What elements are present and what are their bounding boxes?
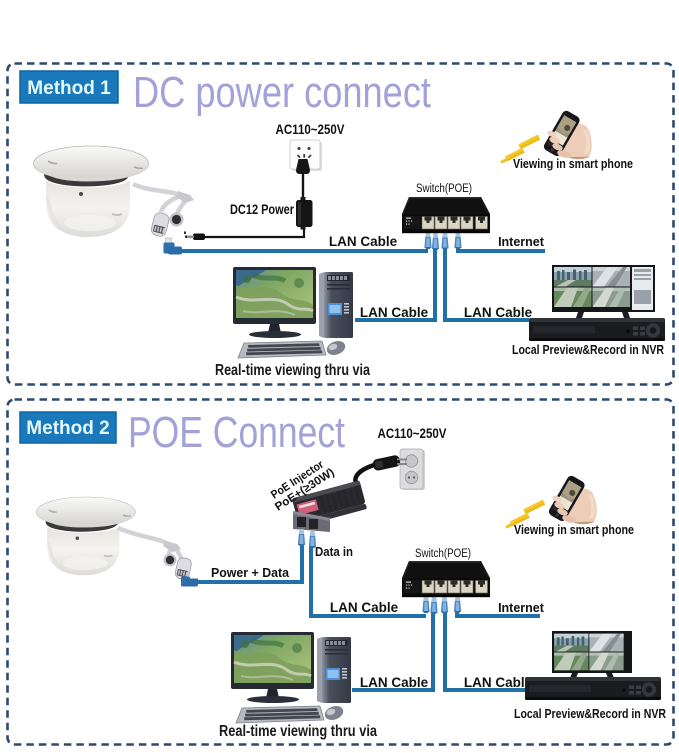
svg-text:LAN Cable: LAN Cable (329, 234, 398, 249)
svg-text:Internet: Internet (498, 235, 545, 249)
svg-text:Data in: Data in (315, 544, 353, 559)
svg-text:DC12 Power: DC12 Power (230, 202, 295, 217)
svg-text:LAN Cable: LAN Cable (464, 675, 533, 690)
svg-text:Method 1: Method 1 (27, 78, 111, 99)
svg-text:POE Connect: POE Connect (128, 408, 345, 457)
svg-text:LAN Cable: LAN Cable (360, 675, 429, 690)
svg-text:LAN Cable: LAN Cable (330, 600, 399, 615)
svg-text:Switch(POE): Switch(POE) (416, 183, 472, 195)
svg-text:Local Preview&Record in NVR: Local Preview&Record in NVR (512, 342, 664, 357)
svg-text:DC power connect: DC power connect (133, 68, 431, 117)
svg-text:Local Preview&Record in NVR: Local Preview&Record in NVR (514, 706, 666, 721)
svg-text:Real-time viewing thru via: Real-time viewing thru via (215, 362, 370, 379)
svg-text:AC110~250V: AC110~250V (276, 122, 345, 137)
svg-text:LAN Cable: LAN Cable (360, 305, 429, 320)
svg-text:Viewing in smart phone: Viewing in smart phone (513, 156, 633, 171)
svg-text:Real-time viewing thru via: Real-time viewing thru via (219, 723, 377, 740)
svg-text:Viewing in smart phone: Viewing in smart phone (514, 522, 634, 537)
svg-text:Method 2: Method 2 (26, 418, 109, 439)
svg-text:Power + Data: Power + Data (211, 565, 290, 580)
svg-text:LAN Cable: LAN Cable (464, 305, 533, 320)
svg-text:Switch(POE): Switch(POE) (415, 548, 471, 560)
svg-text:Internet: Internet (498, 601, 545, 615)
svg-text:AC110~250V: AC110~250V (378, 426, 447, 441)
